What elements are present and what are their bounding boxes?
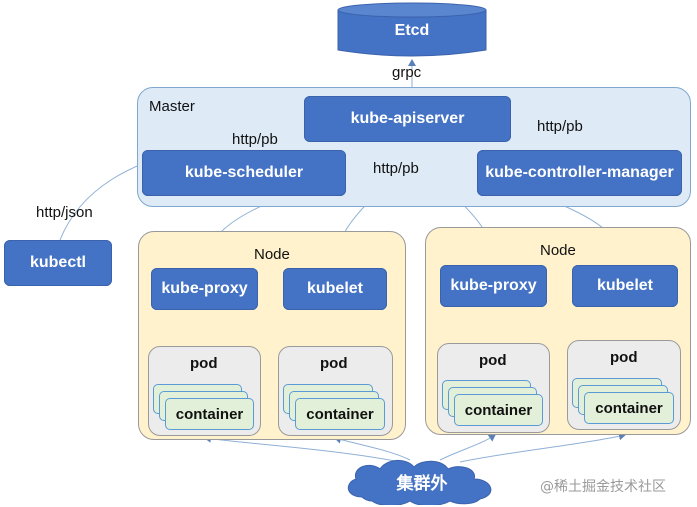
edge-cloud-pod1: [204, 434, 401, 463]
master-title: Master: [149, 98, 195, 115]
node-1-title: Node: [254, 246, 290, 263]
kube-apiserver-box: kube-apiserver: [304, 96, 511, 142]
etcd-label: Etcd: [394, 22, 430, 39]
http-pb-left-label: http/pb: [232, 131, 278, 148]
node-1-kubelet-box: kubelet: [283, 268, 387, 310]
grpc-label: grpc: [392, 64, 422, 81]
cluster-outside-label: 集群外: [396, 473, 448, 494]
node-1-pod-1-title: pod: [190, 355, 218, 372]
node-1-pod-2-container: container: [295, 398, 385, 430]
kube-controller-manager-box: kube-controller-manager: [477, 150, 682, 196]
node-1-kube-proxy-box: kube-proxy: [151, 268, 258, 310]
node-2-pod-1-container: container: [454, 394, 543, 426]
node-2-title: Node: [540, 242, 576, 259]
watermark-text: @稀土掘金技术社区: [540, 479, 666, 495]
etcd-database-icon: [337, 2, 487, 57]
node-2-kube-proxy-box: kube-proxy: [440, 265, 547, 307]
cloud-icon: [347, 460, 492, 505]
http-json-label: http/json: [36, 204, 93, 221]
node-1-pod-1-container: container: [165, 398, 254, 430]
kubectl-box: kubectl: [4, 240, 112, 286]
node-2-pod-1-title: pod: [479, 352, 507, 369]
node-2-kubelet-box: kubelet: [572, 265, 678, 307]
node-2-pod-2-container: container: [584, 392, 674, 424]
http-pb-center-label: http/pb: [373, 160, 419, 177]
edge-cloud-pod4: [459, 432, 626, 463]
http-pb-right-label: http/pb: [537, 118, 583, 135]
edge-cloud-pod3: [439, 434, 496, 461]
node-1-pod-2-title: pod: [320, 355, 348, 372]
node-2-pod-2-title: pod: [610, 349, 638, 366]
kube-scheduler-box: kube-scheduler: [142, 150, 346, 196]
